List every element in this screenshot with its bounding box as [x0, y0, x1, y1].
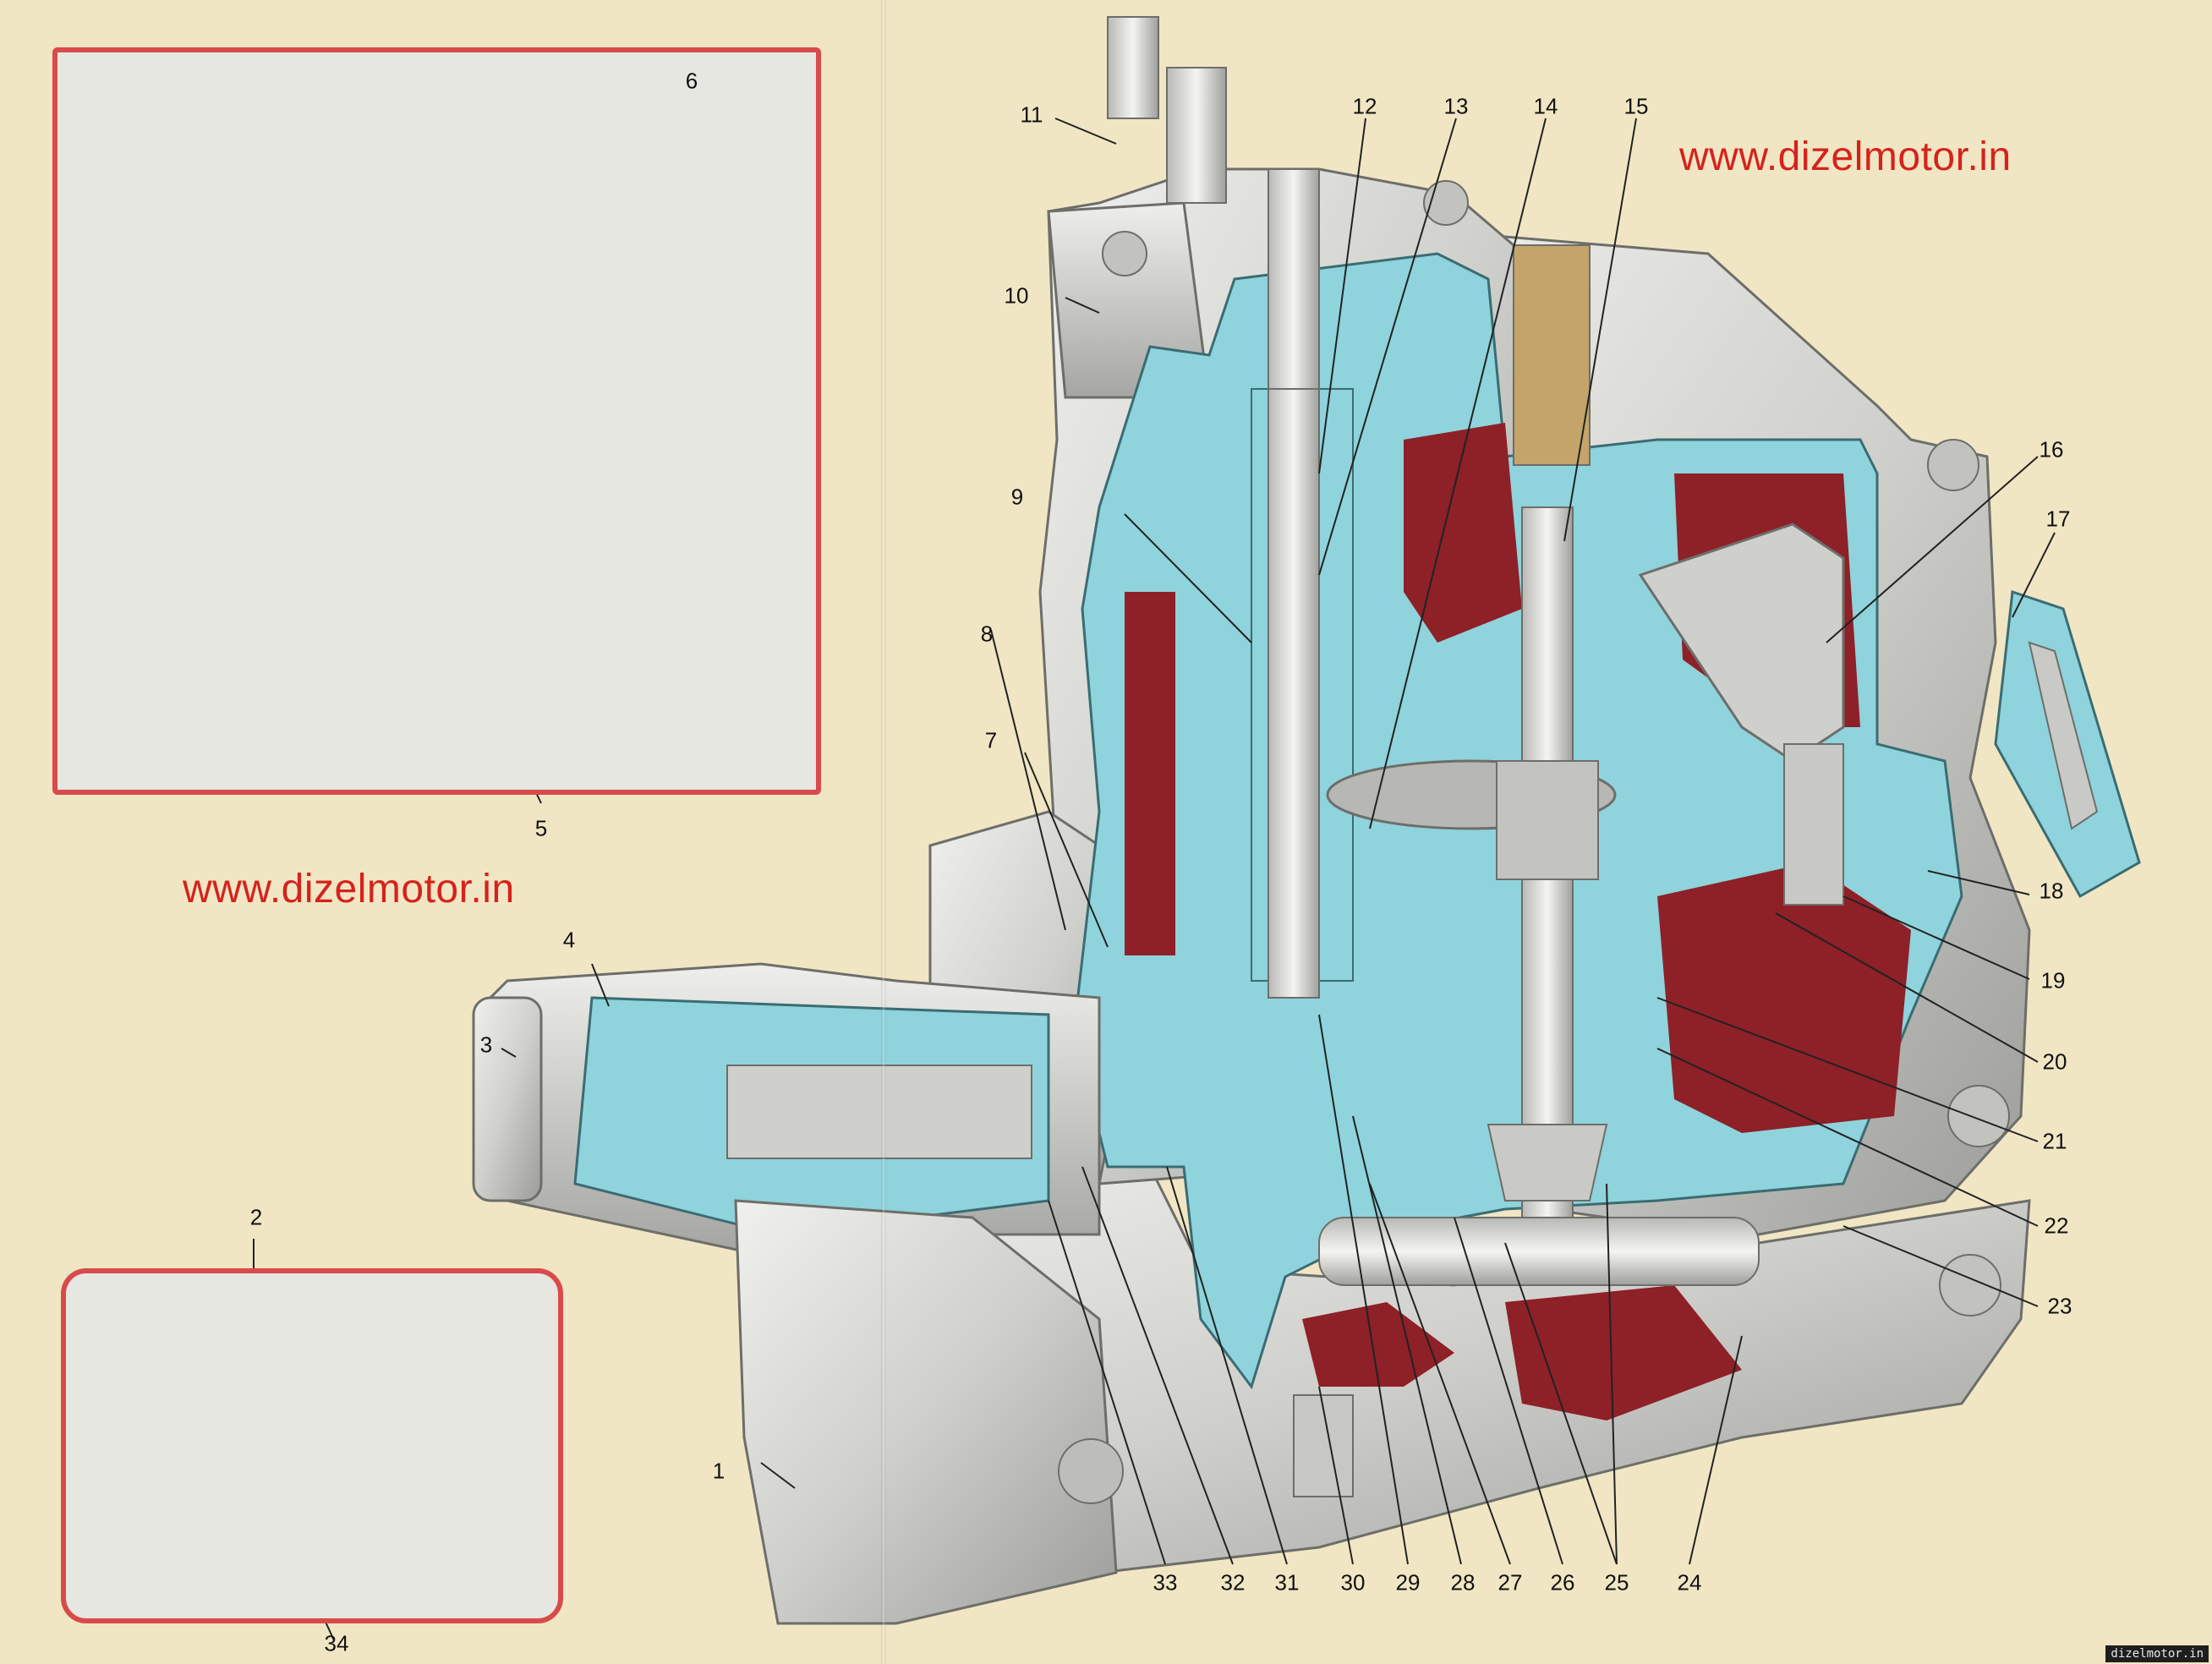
red-cavity-3: [1657, 862, 1911, 1133]
callout-31: 31: [1274, 1569, 1300, 1596]
callout-12: 12: [1352, 93, 1377, 119]
inset-valve-detail: [61, 1268, 563, 1623]
red-cavity-6: [1505, 1285, 1742, 1420]
callout-23: 23: [2047, 1293, 2072, 1319]
callout-20: 20: [2042, 1048, 2067, 1075]
leader-lines: [501, 118, 2056, 1565]
transfer-pump-cap: [472, 996, 543, 1202]
red-cavity-1: [1404, 423, 1522, 643]
fitting-11-a: [1107, 16, 1159, 119]
inset-governor-detail: [52, 47, 821, 795]
callout-26: 26: [1550, 1569, 1575, 1596]
adjusting-screw: [2028, 641, 2099, 830]
callout-27: 27: [1497, 1569, 1523, 1596]
callout-10: 10: [1004, 282, 1029, 309]
governor-spring: [1783, 743, 1844, 906]
callout-22: 22: [2044, 1212, 2069, 1239]
bevel-gear: [1487, 1124, 1608, 1201]
callout-34: 34: [324, 1630, 349, 1656]
mounting-bracket: [734, 1199, 1118, 1625]
callout-9: 9: [1010, 484, 1024, 510]
transfer-pump-bore: [726, 1065, 1032, 1159]
watermark-url-top: www.dizelmotor.in: [1679, 134, 2012, 179]
fitting-15-cap: [1513, 244, 1591, 466]
callout-4: 4: [562, 927, 576, 953]
callout-1: 1: [712, 1458, 725, 1484]
head-bolt-2: [1423, 180, 1469, 226]
callout-5: 5: [534, 815, 548, 841]
fitting-11-b: [1166, 67, 1227, 204]
fitting-12: [1268, 168, 1320, 390]
callout-11: 11: [1020, 101, 1043, 128]
red-cavity-5: [1302, 1302, 1454, 1387]
callout-13: 13: [1443, 93, 1469, 119]
callout-7: 7: [984, 727, 998, 753]
callout-28: 28: [1450, 1569, 1476, 1596]
callout-24: 24: [1677, 1569, 1702, 1596]
callout-15: 15: [1623, 93, 1649, 119]
bracket-bolt: [1058, 1438, 1124, 1504]
callout-29: 29: [1395, 1569, 1421, 1596]
callout-8: 8: [980, 621, 994, 647]
callout-2: 2: [249, 1204, 263, 1230]
callout-6: 6: [685, 68, 698, 94]
head-bolt-1: [1102, 231, 1147, 276]
callout-14: 14: [1533, 93, 1558, 119]
callout-33: 33: [1153, 1569, 1178, 1596]
callout-17: 17: [2045, 506, 2071, 532]
governor-lever: [1638, 523, 1845, 763]
callout-32: 32: [1220, 1569, 1246, 1596]
housing-bolt-1: [1927, 439, 1979, 491]
housing-bolt-2: [1947, 1085, 2010, 1147]
corner-credit: dizelmotor.in: [2105, 1645, 2209, 1662]
callout-16: 16: [2039, 436, 2064, 463]
watermark-url-middle: www.dizelmotor.in: [183, 867, 515, 911]
page-fold: [881, 0, 886, 1664]
callout-19: 19: [2040, 967, 2066, 993]
callout-18: 18: [2039, 878, 2064, 904]
drive-shaft-horizontal: [1318, 1217, 1760, 1286]
callout-30: 30: [1340, 1569, 1366, 1596]
drive-gear-pinion: [1496, 760, 1599, 880]
rotor-shaft: [1268, 304, 1320, 999]
housing-bolt-3: [1939, 1254, 2001, 1316]
callout-25: 25: [1604, 1569, 1629, 1596]
red-cavity-4: [1125, 592, 1175, 955]
callout-3: 3: [479, 1032, 493, 1058]
callout-21: 21: [2042, 1128, 2067, 1154]
